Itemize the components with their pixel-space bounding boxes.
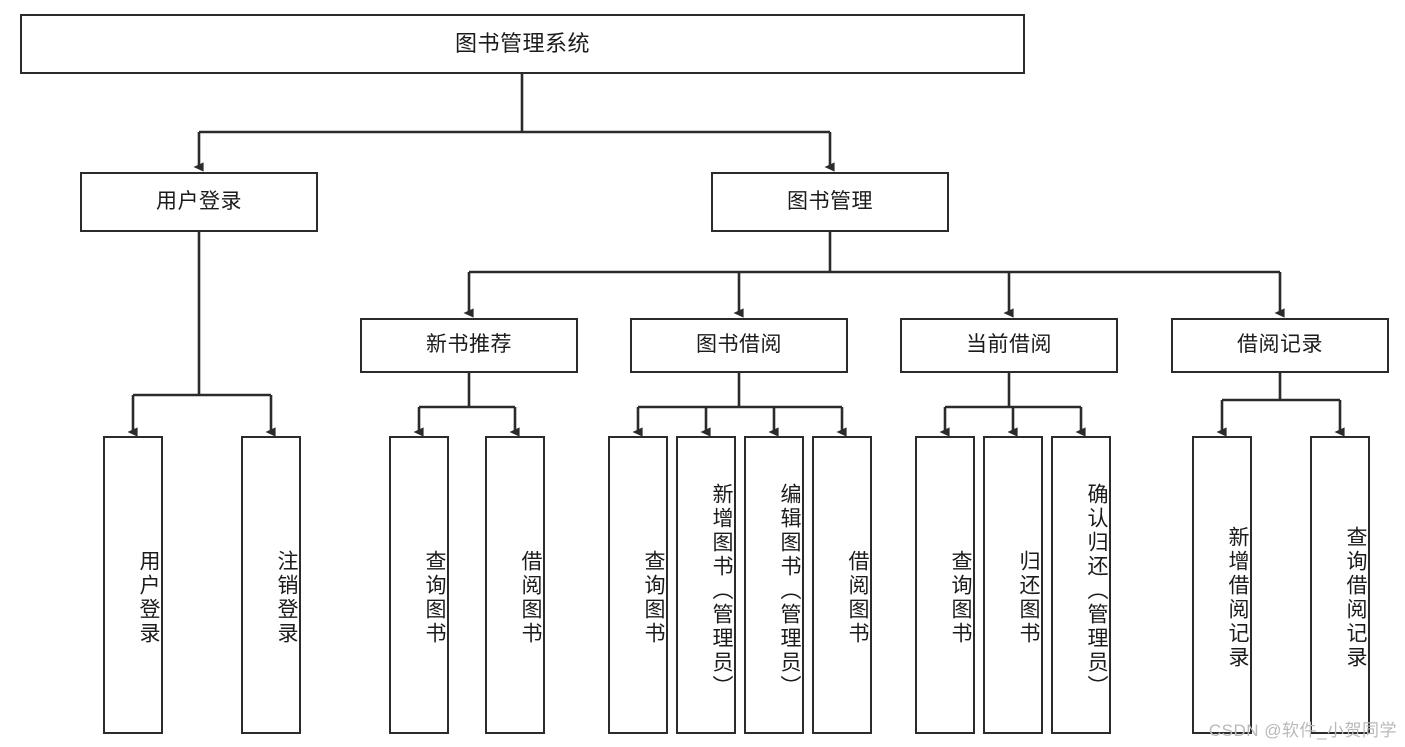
node-new-book-recommendation[interactable]: 新书推荐 <box>360 318 578 373</box>
csdn-watermark: CSDN @软件_小贺同学 <box>1208 721 1397 740</box>
node-book-borrowing[interactable]: 图书借阅 <box>630 318 848 373</box>
leaf-logout[interactable]: 注销登录 <box>241 436 301 734</box>
leaf-query-book-borrowing[interactable]: 查询图书 <box>608 436 668 734</box>
leaf-edit-book-admin[interactable]: 编辑图书（管理员） <box>744 436 804 734</box>
leaf-borrow-book-borrowing[interactable]: 借阅图书 <box>812 436 872 734</box>
leaf-query-borrow-record[interactable]: 查询借阅记录 <box>1310 436 1370 734</box>
leaf-add-book-admin[interactable]: 新增图书（管理员） <box>676 436 736 734</box>
node-borrowing-record[interactable]: 借阅记录 <box>1171 318 1389 373</box>
leaf-query-book-recommendation[interactable]: 查询图书 <box>389 436 449 734</box>
node-root-book-management-system[interactable]: 图书管理系统 <box>20 14 1025 74</box>
leaf-add-borrow-record[interactable]: 新增借阅记录 <box>1192 436 1252 734</box>
node-user-login[interactable]: 用户登录 <box>80 172 318 232</box>
node-current-borrowing[interactable]: 当前借阅 <box>900 318 1118 373</box>
leaf-user-login[interactable]: 用户登录 <box>103 436 163 734</box>
leaf-return-book[interactable]: 归还图书 <box>983 436 1043 734</box>
leaf-query-book-current[interactable]: 查询图书 <box>915 436 975 734</box>
leaf-borrow-book-recommendation[interactable]: 借阅图书 <box>485 436 545 734</box>
node-book-management[interactable]: 图书管理 <box>711 172 949 232</box>
leaf-confirm-return-admin[interactable]: 确认归还（管理员） <box>1051 436 1111 734</box>
